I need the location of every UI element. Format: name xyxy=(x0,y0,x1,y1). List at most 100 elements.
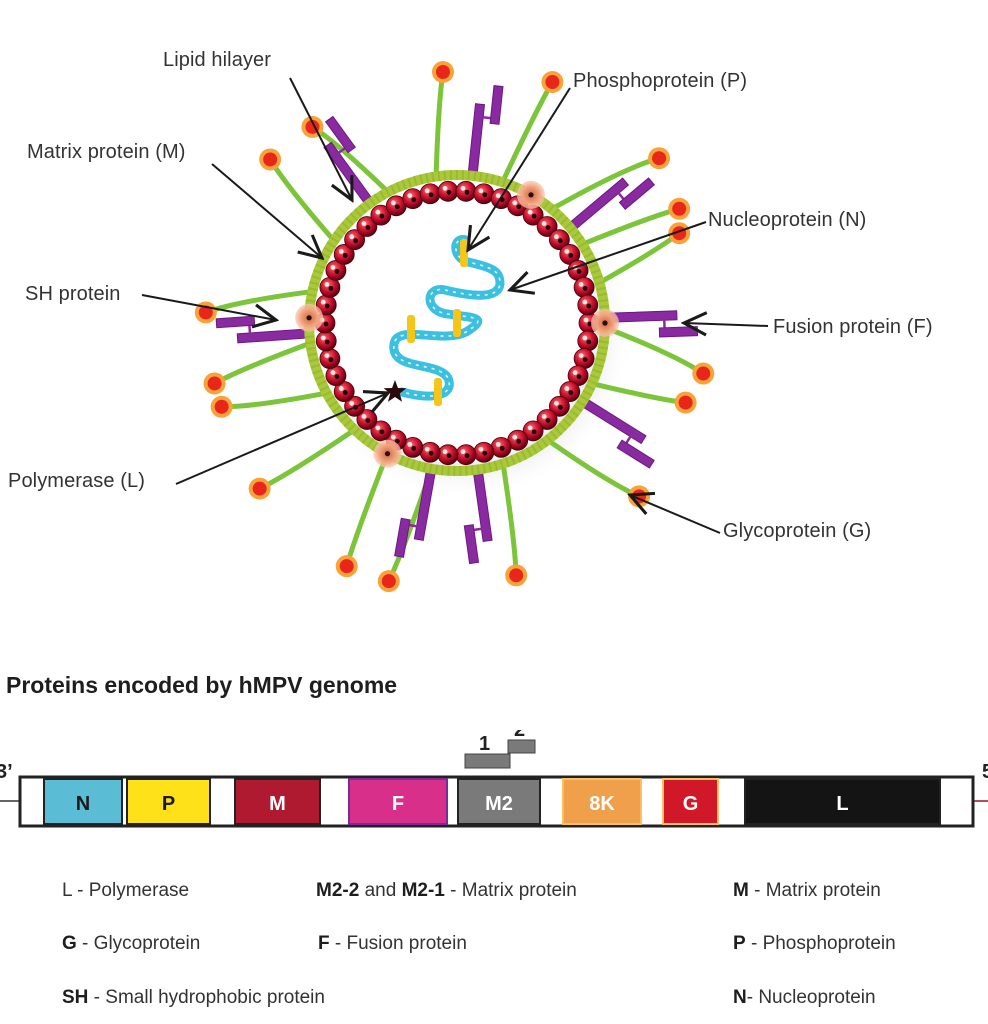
legend-text: - Glycoprotein xyxy=(76,933,201,954)
fusion-protein xyxy=(215,315,309,344)
legend-item-g: G - Glycoprotein xyxy=(62,933,200,955)
matrix-bead-core xyxy=(576,269,582,274)
matrix-bead-core xyxy=(568,253,574,258)
matrix-bead-core xyxy=(482,192,488,198)
arrow-lipid xyxy=(289,77,352,200)
fusion-protein xyxy=(581,397,655,469)
matrix-bead-core xyxy=(334,374,340,379)
legend-text: - Matrix protein xyxy=(748,880,881,901)
matrix-bead-core xyxy=(499,445,505,451)
phosphoprotein xyxy=(453,309,461,337)
matrix-bead-highlight xyxy=(361,221,367,226)
matrix-bead-core xyxy=(568,390,574,395)
glycoprotein-stalk xyxy=(219,390,328,410)
matrix-bead-highlight xyxy=(564,249,570,254)
fusion-link xyxy=(663,319,666,328)
matrix-bead-highlight xyxy=(527,209,533,215)
glycoprotein-head xyxy=(696,366,711,381)
glycoprotein-head xyxy=(214,399,229,414)
matrix-bead-core xyxy=(482,450,488,456)
legend-abbr: G xyxy=(62,933,77,954)
matrix-bead-core xyxy=(342,390,348,395)
fusion-protein xyxy=(467,85,504,175)
matrix-bead-highlight xyxy=(512,200,518,206)
fusion-bar-long xyxy=(467,103,486,175)
legend-item-l: L - Polymerase xyxy=(62,880,189,902)
genome-segment-l: L xyxy=(744,778,941,825)
matrix-bead-core xyxy=(394,204,400,210)
matrix-bead-highlight xyxy=(407,193,413,199)
glycoprotein-head xyxy=(652,151,667,166)
matrix-bead-core xyxy=(446,189,452,195)
matrix-bead-highlight xyxy=(582,299,588,305)
legend-abbr: N xyxy=(733,987,747,1008)
fusion-link xyxy=(625,435,632,444)
matrix-bead-highlight xyxy=(361,414,367,419)
genome-segment-label: M2 xyxy=(485,793,513,815)
matrix-bead-core xyxy=(342,253,348,258)
matrix-bead-highlight xyxy=(583,317,589,323)
glycoprotein-head xyxy=(381,574,396,589)
matrix-bead-core xyxy=(365,418,371,423)
matrix-bead-highlight xyxy=(320,335,326,341)
genome-segment-n: N xyxy=(43,778,123,825)
matrix-bead-highlight xyxy=(541,221,547,226)
matrix-bead-core xyxy=(531,429,537,435)
glycoprotein-stalk xyxy=(267,156,336,242)
matrix-bead-highlight xyxy=(338,386,344,391)
matrix-bead-core xyxy=(582,357,588,363)
matrix-bead-core xyxy=(324,339,330,345)
glycoprotein-stalk xyxy=(581,206,682,247)
matrix-bead-highlight xyxy=(582,335,588,341)
genome-segment-box xyxy=(43,778,123,825)
fusion-protein-spikes xyxy=(215,85,699,565)
genome-segment-box xyxy=(348,778,448,825)
matrix-bead-highlight xyxy=(553,234,559,240)
m2-orf1-label: 1 xyxy=(479,733,490,755)
sh-protein-core xyxy=(306,315,312,321)
matrix-bead-highlight xyxy=(320,299,326,305)
fusion-link xyxy=(473,527,483,532)
nucleocapsid xyxy=(383,235,505,406)
matrix-bead-highlight xyxy=(553,400,559,406)
genome-segment-label: P xyxy=(162,793,175,815)
matrix-bead-highlight xyxy=(330,265,336,270)
legend-text: - Small hydrophobic protein xyxy=(88,987,325,1008)
genome-segment-8k: 8K xyxy=(562,778,642,825)
matrix-bead-core xyxy=(545,418,551,423)
sh-protein-core xyxy=(602,320,608,326)
matrix-bead-core xyxy=(394,438,400,444)
arrow-nucleo xyxy=(510,221,707,290)
matrix-bead-highlight xyxy=(578,281,584,287)
genome-map-title: Proteins encoded by hMPV genome xyxy=(6,672,398,698)
matrix-protein-layer xyxy=(314,180,600,466)
legend-abbr: L xyxy=(62,880,72,901)
matrix-bead-highlight xyxy=(564,386,570,391)
hmpv-virion-diagram xyxy=(141,60,769,593)
fusion-bar-short xyxy=(324,115,356,154)
glycoprotein-head xyxy=(545,75,560,90)
matrix-bead-highlight xyxy=(349,400,355,406)
genome-segment-label: M xyxy=(269,793,286,815)
glycoprotein-head xyxy=(198,305,213,320)
glycoprotein-head xyxy=(678,395,693,410)
matrix-bead-highlight xyxy=(375,425,381,431)
matrix-bead-core xyxy=(531,213,537,219)
legend-text: - Fusion protein xyxy=(329,933,467,954)
matrix-bead-core xyxy=(328,357,334,363)
glycoprotein-head xyxy=(509,568,524,583)
genome-segment-m2: M2 xyxy=(457,778,541,825)
label-sh-protein: SH protein xyxy=(25,283,121,305)
fusion-link xyxy=(248,325,252,334)
matrix-bead-highlight xyxy=(495,441,501,447)
matrix-bead-core xyxy=(323,321,329,327)
glycoprotein-stalk xyxy=(212,341,311,386)
legend-item-p: P - Phosphoprotein xyxy=(733,933,896,955)
arrow-phospho xyxy=(468,87,571,250)
fusion-protein xyxy=(568,177,656,231)
genome-segment-label: L xyxy=(836,793,848,815)
matrix-bead-core xyxy=(464,189,470,195)
glycoprotein-head xyxy=(252,481,267,496)
matrix-bead-highlight xyxy=(324,281,330,287)
glycoprotein-head xyxy=(263,152,278,167)
